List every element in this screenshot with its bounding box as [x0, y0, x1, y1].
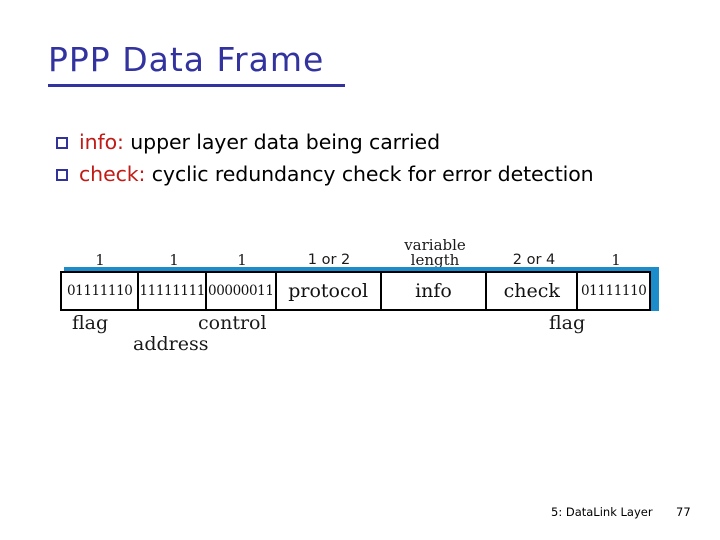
frame-field-address: 11111111 — [139, 273, 208, 309]
bullet-body: upper layer data being carried — [123, 130, 440, 154]
size-label: 1 — [611, 251, 621, 269]
frame-bottom-labels: flag address control flag — [60, 312, 660, 358]
list-item: check: cyclic redundancy check for error… — [56, 160, 656, 189]
frame-size-labels: 1 1 1 1 or 2 variable length 2 or 4 1 — [60, 228, 660, 268]
bullet-body: cyclic redundancy check for error detect… — [145, 162, 594, 186]
ppp-frame-diagram: 1 1 1 1 or 2 variable length 2 or 4 1 01… — [60, 228, 660, 358]
bullet-text: info: upper layer data being carried — [79, 128, 440, 157]
frame-field-flag-start: 01111110 — [62, 273, 140, 309]
label-control: control — [198, 312, 267, 334]
frame-field-flag-end: 01111110 — [578, 273, 649, 309]
frame-field-row: 01111110 11111111 00000011 protocol info… — [60, 271, 651, 311]
size-label: variable length — [404, 236, 466, 269]
bullet-keyword: check: — [79, 162, 146, 186]
size-label: 1 — [95, 251, 105, 269]
page-title: PPP Data Frame — [48, 40, 325, 79]
label-flag-start: flag — [72, 312, 109, 334]
size-label: 1 or 2 — [307, 252, 351, 268]
square-bullet-icon — [56, 137, 68, 149]
list-item: info: upper layer data being carried — [56, 128, 656, 157]
size-label: 1 — [237, 251, 247, 269]
bullet-list: info: upper layer data being carried che… — [56, 128, 656, 192]
frame-field-control: 00000011 — [207, 273, 277, 309]
title-underline — [48, 84, 345, 87]
size-label: 2 or 4 — [512, 252, 556, 268]
size-label: 1 — [169, 251, 179, 269]
label-address: address — [133, 333, 209, 355]
frame-field-protocol: protocol — [276, 273, 382, 309]
slide-footer: 5: DataLink Layer 77 — [0, 505, 720, 527]
frame-field-info: info — [381, 273, 488, 309]
square-bullet-icon — [56, 169, 68, 181]
frame-field-check: check — [487, 273, 579, 309]
footer-page-number: 77 — [676, 505, 691, 519]
label-flag-end: flag — [549, 312, 586, 334]
bullet-text: check: cyclic redundancy check for error… — [79, 160, 594, 189]
bullet-keyword: info: — [79, 130, 124, 154]
footer-section-label: 5: DataLink Layer — [551, 505, 653, 519]
